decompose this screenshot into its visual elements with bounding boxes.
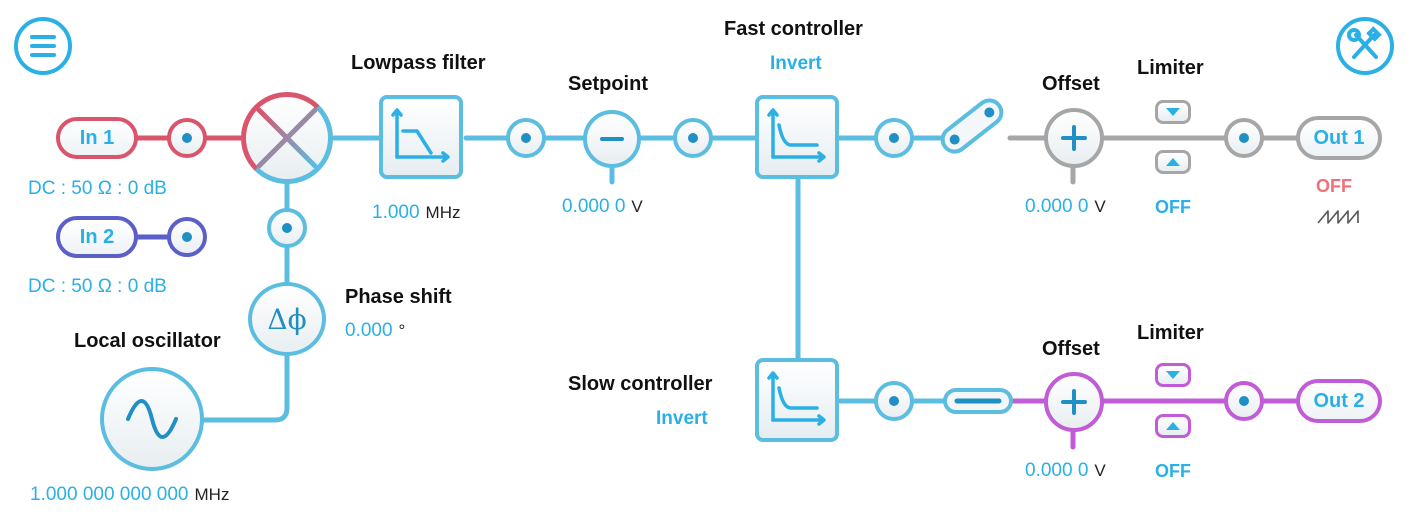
settings-button[interactable] xyxy=(1336,17,1394,75)
fast-controller-invert-toggle[interactable]: Invert xyxy=(770,53,822,74)
setpoint-unit: V xyxy=(631,197,643,216)
out2-limiter-upper-button[interactable] xyxy=(1155,363,1191,387)
fast-controller-block[interactable] xyxy=(755,95,839,179)
slow-controller-block[interactable] xyxy=(755,358,839,442)
menu-button[interactable] xyxy=(14,17,72,75)
mixer-cross-icon xyxy=(256,107,318,169)
in1-connection-node[interactable] xyxy=(167,118,207,158)
in2-connection-node[interactable] xyxy=(167,217,207,257)
phase-shift-number: 0.000 xyxy=(345,320,393,341)
out1-offset-unit: V xyxy=(1094,197,1106,216)
fast-controller-title: Fast controller xyxy=(724,18,863,40)
switch-icon xyxy=(940,98,1004,154)
mixer-block[interactable] xyxy=(241,92,333,184)
lowpass-response-icon xyxy=(391,108,450,163)
out2-offset-add-block[interactable] xyxy=(1044,372,1104,432)
input-in1-button[interactable]: In 1 xyxy=(56,117,138,159)
node-dot xyxy=(1239,396,1249,406)
slow-controller-invert-toggle[interactable]: Invert xyxy=(656,408,708,429)
minus-icon xyxy=(600,137,624,141)
phase-shift-value[interactable]: 0.000 ° xyxy=(345,320,405,342)
controller-response-icon xyxy=(767,108,826,163)
output-out1-button[interactable]: Out 1 xyxy=(1296,116,1382,160)
out1-offset-add-block[interactable] xyxy=(1044,108,1104,168)
out2-offset-number: 0.000 0 xyxy=(1025,460,1089,481)
out1-limiter-output-node[interactable] xyxy=(1224,118,1264,158)
input-in1-label: In 1 xyxy=(79,126,115,149)
in1-coupling-text[interactable]: DC : 50 Ω : 0 dB xyxy=(28,178,167,199)
lowpass-cutoff-unit: MHz xyxy=(425,203,461,222)
switch-disabled-icon xyxy=(943,388,1013,414)
phase-shift-symbol: Δϕ xyxy=(267,302,307,336)
node-dot xyxy=(282,223,292,233)
output-out1-label: Out 1 xyxy=(1313,126,1365,149)
out1-offset-title: Offset xyxy=(1042,73,1100,95)
lo-frequency-unit: MHz xyxy=(194,485,230,504)
fast-controller-output-node[interactable] xyxy=(874,118,914,158)
out1-offset-value[interactable]: 0.000 0 V xyxy=(1025,196,1106,218)
output-out2-label: Out 2 xyxy=(1313,389,1365,412)
out1-output-state[interactable]: OFF xyxy=(1316,176,1352,196)
triangle-up-icon xyxy=(1166,158,1180,166)
out2-limiter-output-node[interactable] xyxy=(1224,381,1264,421)
triangle-up-icon xyxy=(1166,422,1180,430)
local-oscillator-block[interactable] xyxy=(100,367,204,471)
setpoint-title: Setpoint xyxy=(568,73,648,95)
triangle-down-icon xyxy=(1166,371,1180,379)
node-dot xyxy=(521,133,531,143)
local-oscillator-frequency[interactable]: 1.000 000 000 000 MHz xyxy=(30,484,229,506)
out2-offset-value[interactable]: 0.000 0 V xyxy=(1025,460,1106,482)
lowpass-filter-title: Lowpass filter xyxy=(351,52,486,74)
node-dot xyxy=(889,396,899,406)
lowpass-filter-block[interactable] xyxy=(379,95,463,179)
in2-coupling-text[interactable]: DC : 50 Ω : 0 dB xyxy=(28,276,167,297)
hamburger-menu-icon xyxy=(30,35,56,57)
phase-shift-title: Phase shift xyxy=(345,286,452,308)
slow-controller-title: Slow controller xyxy=(568,373,713,395)
triangle-down-icon xyxy=(1166,108,1180,116)
output-out2-button[interactable]: Out 2 xyxy=(1296,379,1382,423)
lowpass-cutoff-value[interactable]: 1.000 MHz xyxy=(372,202,461,224)
setpoint-subtract-block[interactable] xyxy=(583,110,641,168)
out1-limiter-title: Limiter xyxy=(1137,57,1204,79)
node-dot xyxy=(182,232,192,242)
phase-shift-unit: ° xyxy=(398,321,406,340)
lowpass-output-node[interactable] xyxy=(506,118,546,158)
plus-icon xyxy=(1061,125,1087,151)
out2-limiter-lower-button[interactable] xyxy=(1155,414,1191,438)
out1-limiter-state[interactable]: OFF xyxy=(1155,197,1191,217)
input-in2-label: In 2 xyxy=(79,225,115,248)
sine-wave-icon xyxy=(126,399,178,439)
setpoint-value[interactable]: 0.000 0 V xyxy=(562,196,643,218)
output-switch-toggle[interactable] xyxy=(936,96,1008,156)
out2-offset-title: Offset xyxy=(1042,338,1100,360)
node-dot xyxy=(688,133,698,143)
slow-output-switch[interactable] xyxy=(943,388,1013,414)
out1-limiter-lower-button[interactable] xyxy=(1155,150,1191,174)
node-dot xyxy=(889,133,899,143)
sweep-button[interactable] xyxy=(1316,207,1362,230)
input-in2-button[interactable]: In 2 xyxy=(56,216,138,258)
setpoint-number: 0.000 0 xyxy=(562,196,626,217)
local-oscillator-title: Local oscillator xyxy=(74,330,221,352)
out1-offset-number: 0.000 0 xyxy=(1025,196,1089,217)
out2-offset-unit: V xyxy=(1094,461,1106,480)
slow-controller-output-node[interactable] xyxy=(874,381,914,421)
out2-limiter-title: Limiter xyxy=(1137,322,1204,344)
out2-limiter-state[interactable]: OFF xyxy=(1155,461,1191,481)
plus-icon xyxy=(1061,389,1087,415)
node-dot xyxy=(182,133,192,143)
lowpass-cutoff-number: 1.000 xyxy=(372,202,420,223)
sawtooth-sweep-icon xyxy=(1317,210,1359,224)
wrench-screwdriver-icon xyxy=(1347,26,1382,59)
node-dot xyxy=(1239,133,1249,143)
wire-phase-lo xyxy=(197,347,290,423)
lo-frequency-number: 1.000 000 000 000 xyxy=(30,484,189,505)
out1-limiter-upper-button[interactable] xyxy=(1155,100,1191,124)
phase-shift-block[interactable]: Δϕ xyxy=(248,282,326,356)
controller-response-icon xyxy=(767,371,826,426)
setpoint-output-node[interactable] xyxy=(673,118,713,158)
mixer-output-node[interactable] xyxy=(267,208,307,248)
